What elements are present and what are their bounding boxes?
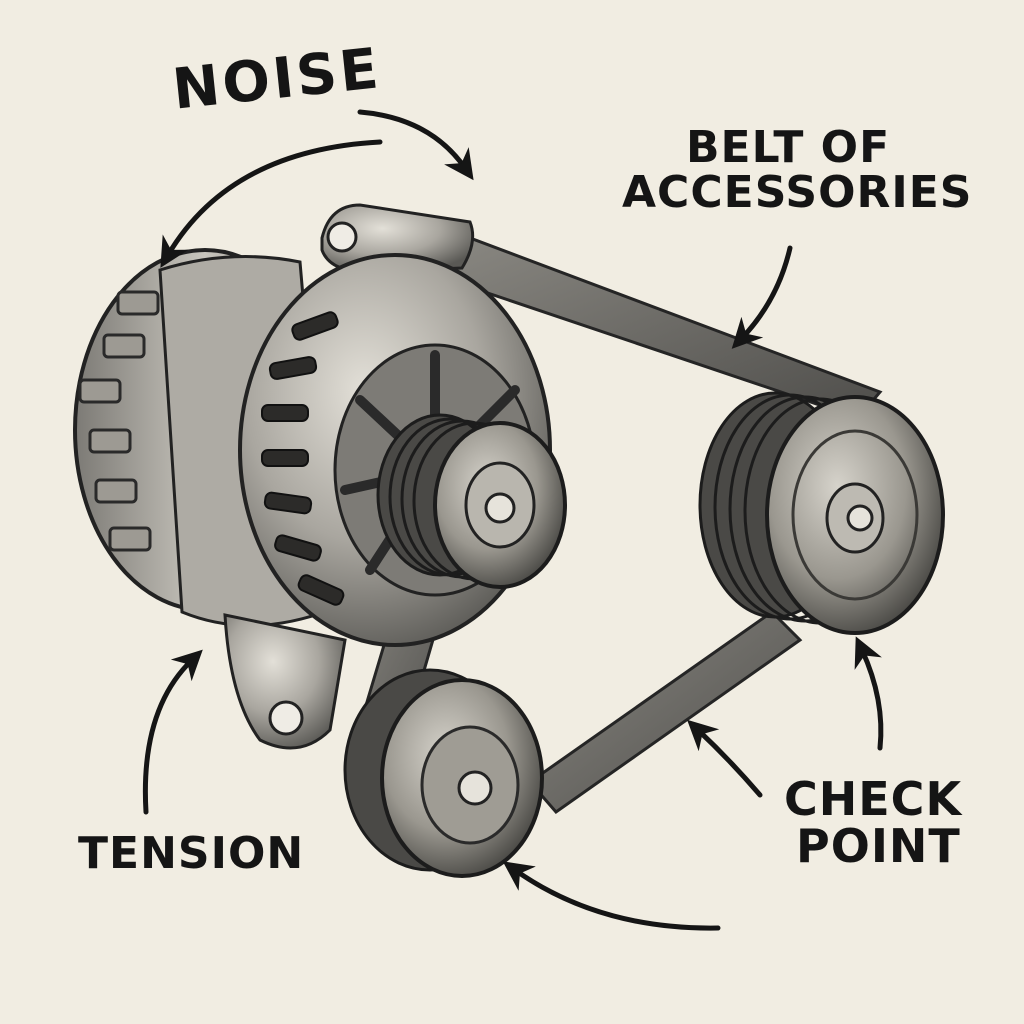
belt-arrow bbox=[731, 245, 793, 349]
tension-arrow bbox=[142, 649, 203, 815]
belt-of-accessories-label: BELT OF ACCESSORIES bbox=[622, 122, 973, 218]
belt-label-line1: BELT OF bbox=[686, 122, 891, 173]
check-label-line1: CHECK bbox=[784, 772, 963, 826]
noise-arrow-left bbox=[160, 139, 383, 268]
check-point-label: CHECK POINT bbox=[784, 776, 962, 870]
check-arrow-lower-belt bbox=[687, 719, 763, 798]
check-arrow-right-pulley bbox=[854, 636, 884, 751]
noise-arrow-right bbox=[357, 109, 474, 181]
check-label-line2: POINT bbox=[796, 818, 961, 873]
tensioner-pulley bbox=[343, 668, 544, 878]
alternator-pulley bbox=[376, 413, 567, 589]
tension-label: TENSION bbox=[78, 828, 305, 879]
check-arrow-tensioner bbox=[502, 861, 721, 931]
accessory-pulley bbox=[698, 391, 945, 635]
belt-label-line2: ACCESSORIES bbox=[622, 166, 973, 218]
